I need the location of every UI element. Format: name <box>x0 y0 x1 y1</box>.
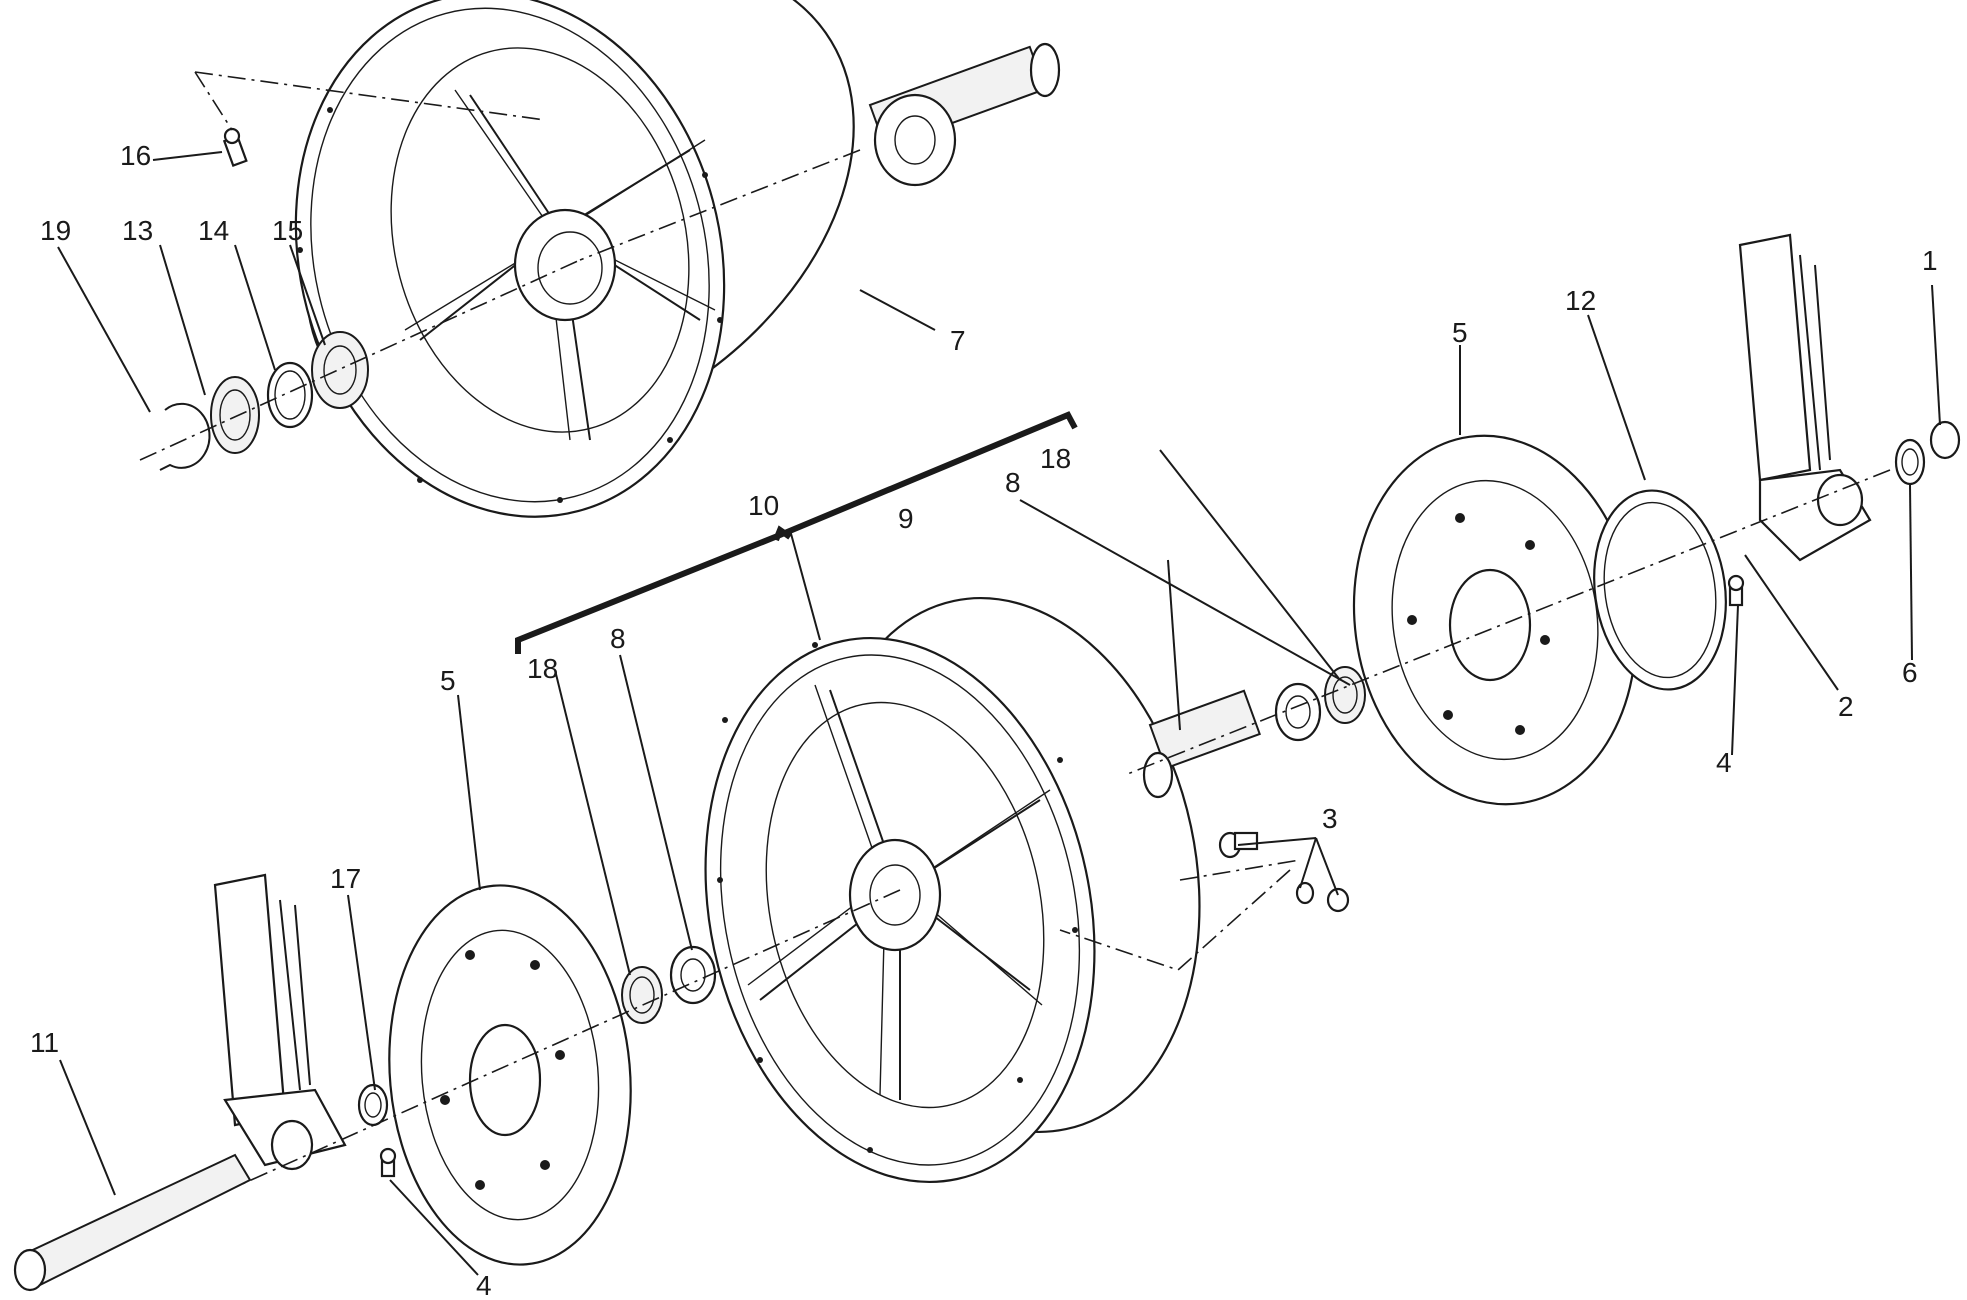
callout-5-right: 5 <box>1452 317 1468 348</box>
fork-leg-left <box>213 873 389 1171</box>
rear-circlip-and-bearings <box>159 331 369 471</box>
callout-4-left: 4 <box>476 1270 492 1300</box>
left-bearing-and-seal <box>621 945 717 1024</box>
callout-17: 17 <box>330 863 361 894</box>
fork-leg-right <box>1738 233 1961 562</box>
callout-14: 14 <box>198 215 229 246</box>
right-bearing-and-seal <box>1274 666 1366 742</box>
front-axle-spindle <box>13 1153 252 1292</box>
rear-hub-axle <box>868 42 1061 187</box>
callout-7: 7 <box>950 325 966 356</box>
callout-18-right: 18 <box>1040 443 1071 474</box>
callout-9: 9 <box>898 503 914 534</box>
callout-8-right: 8 <box>1005 467 1021 498</box>
callout-10: 10 <box>748 490 779 521</box>
callout-4-right: 4 <box>1716 747 1732 778</box>
callout-18-left: 18 <box>527 653 558 684</box>
callout-8-left: 8 <box>610 623 626 654</box>
abs-tone-ring <box>1593 489 1727 691</box>
callout-6: 6 <box>1902 657 1918 688</box>
callout-1: 1 <box>1922 245 1938 276</box>
callout-15: 15 <box>272 215 303 246</box>
callout-3: 3 <box>1322 803 1338 834</box>
front-wheel-rim <box>704 597 1201 1183</box>
callout-11: 11 <box>30 1027 59 1058</box>
disc-bolts <box>379 574 1745 1178</box>
callout-labels: 1 2 3 4 4 5 5 6 7 8 8 9 10 11 12 13 14 1… <box>30 140 1938 1300</box>
valve-stem <box>222 127 248 167</box>
leader-lines <box>57 151 1941 1276</box>
callout-16: 16 <box>120 140 151 171</box>
rear-wheel-rim <box>294 0 855 518</box>
callout-19: 19 <box>40 215 71 246</box>
brake-disc-left <box>388 884 632 1266</box>
callout-12: 12 <box>1565 285 1596 316</box>
brake-disc-right <box>1352 434 1638 806</box>
callout-2: 2 <box>1838 691 1854 722</box>
callout-13: 13 <box>122 215 153 246</box>
callout-5-left: 5 <box>440 665 456 696</box>
